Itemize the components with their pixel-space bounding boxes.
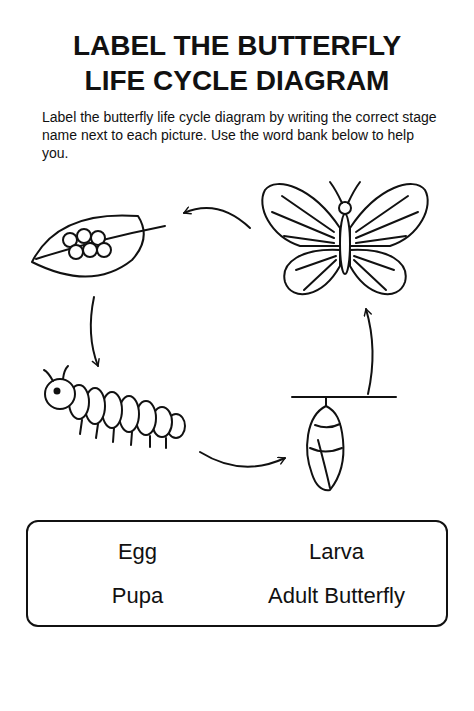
instructions: Label the butterfly life cycle diagram b…: [42, 108, 440, 162]
twig: [292, 396, 396, 398]
caterpillar: [44, 366, 185, 448]
butterfly-head: [339, 202, 351, 214]
upper-wing: [350, 184, 428, 246]
leaf-midrib: [36, 226, 165, 259]
egg: [97, 243, 111, 257]
wing-vein: [296, 256, 336, 290]
caterpillar-antenna: [44, 370, 53, 381]
egg: [77, 229, 91, 243]
caterpillar-leg: [131, 432, 132, 445]
chrysalis-line: [310, 448, 342, 452]
chrysalis-line: [315, 424, 340, 427]
word-bank-word: Larva: [237, 538, 436, 566]
word-bank-box: EggLarvaPupaAdult Butterfly: [26, 520, 448, 627]
leaf-outline: [32, 215, 144, 276]
caterpillar-leg: [80, 420, 82, 434]
caterpillar-head: [45, 379, 75, 409]
lower-wing: [284, 250, 340, 294]
wing-vein: [272, 196, 334, 243]
chrysalis: [292, 397, 396, 490]
wing-vein: [356, 196, 418, 243]
page-title: LABEL THE BUTTERFLY LIFE CYCLE DIAGRAM: [57, 28, 417, 98]
egg: [69, 245, 83, 259]
butterfly-wings-right: [350, 184, 428, 294]
cycle-arrow: [91, 297, 98, 366]
cycle-arrow: [366, 309, 373, 394]
caterpillar-eye: [55, 389, 60, 394]
chrysalis-line: [318, 440, 330, 488]
upper-wing: [262, 184, 340, 246]
caterpillar-leg: [165, 438, 167, 448]
egg: [83, 243, 97, 257]
butterfly-wings-left: [262, 184, 340, 294]
caterpillar-leg: [96, 424, 98, 438]
caterpillar-antenna: [63, 366, 68, 379]
leaf-with-eggs: [32, 215, 165, 276]
cycle-arrow: [200, 452, 285, 467]
chrysalis-stem: [325, 397, 327, 406]
word-bank-word: Egg: [38, 538, 237, 566]
butterfly-antenna: [330, 182, 342, 203]
caterpillar-leg: [113, 428, 114, 442]
word-bank-word: Adult Butterfly: [237, 582, 436, 610]
chrysalis-pod: [307, 406, 343, 490]
butterfly-body: [340, 214, 350, 274]
cycle-arrow: [184, 208, 250, 228]
caterpillar-leg: [149, 436, 151, 447]
butterfly-antenna: [348, 182, 360, 203]
butterfly: [262, 182, 427, 294]
wing-vein: [354, 256, 394, 290]
lower-wing: [350, 250, 406, 294]
word-bank-word: Pupa: [38, 582, 237, 610]
